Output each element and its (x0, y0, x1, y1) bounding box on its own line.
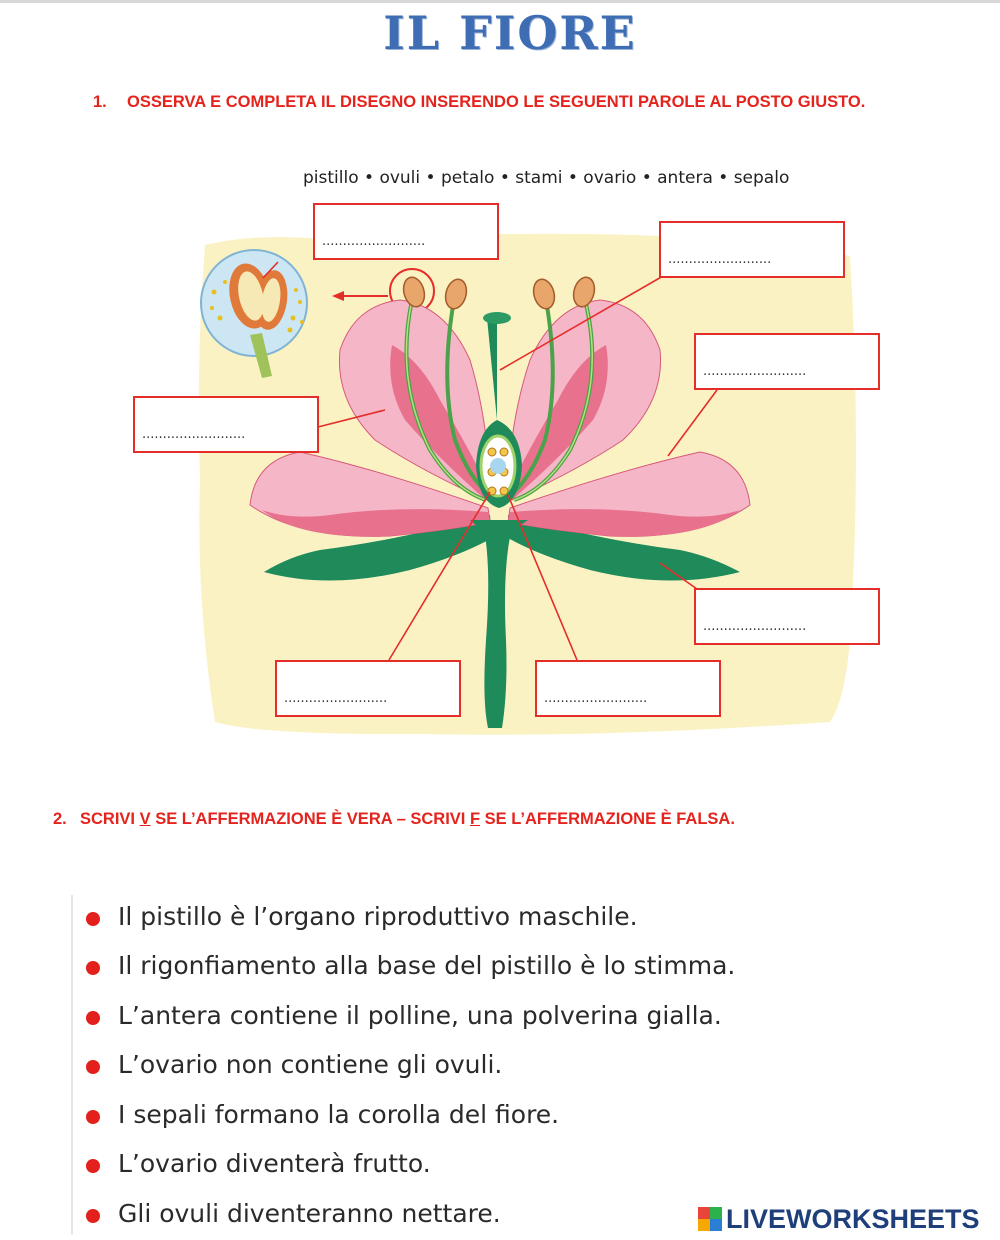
blank-dots: ......................... (284, 691, 388, 706)
bullet-icon (86, 1159, 100, 1173)
statement-2: Il rigonfiamento alla base del pistillo … (118, 951, 736, 980)
label-box-petal[interactable]: ......................... (694, 333, 880, 390)
instruction-text: SE L’AFFERMAZIONE È VERA – SCRIVI (150, 810, 470, 828)
blank-dots: ......................... (544, 691, 648, 706)
bullet-icon (86, 1060, 100, 1074)
label-box-pistil[interactable]: ......................... (659, 221, 845, 278)
magnified-anther (200, 249, 308, 378)
blank-dots: ......................... (668, 252, 772, 267)
blank-dots: ......................... (703, 364, 807, 379)
logo-square (710, 1207, 722, 1219)
true-letter: V (139, 810, 151, 828)
label-box-ovary[interactable]: ......................... (275, 660, 461, 717)
sepal-left (264, 515, 492, 581)
blank-dots: ......................... (142, 427, 246, 442)
logo-mark-icon (698, 1207, 722, 1231)
blank-dots: ......................... (322, 234, 426, 249)
exercise-2-number: 2. (53, 810, 67, 828)
statement-1: Il pistillo è l’organo riproduttivo masc… (118, 902, 638, 931)
top-border (0, 0, 1000, 3)
bullet-icon (86, 961, 100, 975)
exercise-1-instruction: 1. OSSERVA E COMPLETA IL DISEGNO INSEREND… (93, 93, 865, 112)
bullet-icon (86, 1209, 100, 1223)
false-letter: F (469, 810, 481, 828)
statement-3: L’antera contiene il polline, una polver… (118, 1001, 722, 1030)
exercise-1-text: OSSERVA E COMPLETA IL DISEGNO INSERENDO … (127, 93, 866, 111)
exercise-1-number: 1. (93, 93, 107, 111)
instruction-text: SCRIVI (80, 810, 140, 828)
label-box-ovules[interactable]: ......................... (535, 660, 721, 717)
logo-square (698, 1219, 710, 1231)
label-box-sepal[interactable]: ......................... (694, 588, 880, 645)
logo-text: LIVEWORKSHEETS (726, 1203, 980, 1234)
label-box-anther[interactable]: ......................... (313, 203, 499, 260)
bullet-icon (86, 912, 100, 926)
bullet-icon (86, 1110, 100, 1124)
statement-7: Gli ovuli diventeranno nettare. (118, 1199, 501, 1228)
exercise-2-instruction: 2. SCRIVI V SE L’AFFERMAZIONE È VERA – SC… (53, 810, 735, 829)
page-title: IL FIORE (383, 6, 637, 60)
statement-4: L’ovario non contiene gli ovuli. (118, 1050, 503, 1079)
statement-6: L’ovario diventerà frutto. (118, 1149, 431, 1178)
stem (482, 520, 514, 728)
bullet-icon (86, 1011, 100, 1025)
liveworksheets-logo: LIVEWORKSHEETS (698, 1203, 980, 1235)
instruction-text: SE L’AFFERMAZIONE È FALSA. (480, 810, 735, 828)
word-bank: pistillo • ovuli • petalo • stami • ovar… (303, 168, 790, 188)
flower-diagram (198, 233, 856, 735)
statement-5: I sepali formano la corolla del fiore. (118, 1100, 560, 1129)
margin-line (71, 895, 73, 1235)
logo-square (710, 1219, 722, 1231)
blank-dots: ......................... (703, 619, 807, 634)
logo-square (698, 1207, 710, 1219)
label-box-stamen[interactable]: ......................... (133, 396, 319, 453)
